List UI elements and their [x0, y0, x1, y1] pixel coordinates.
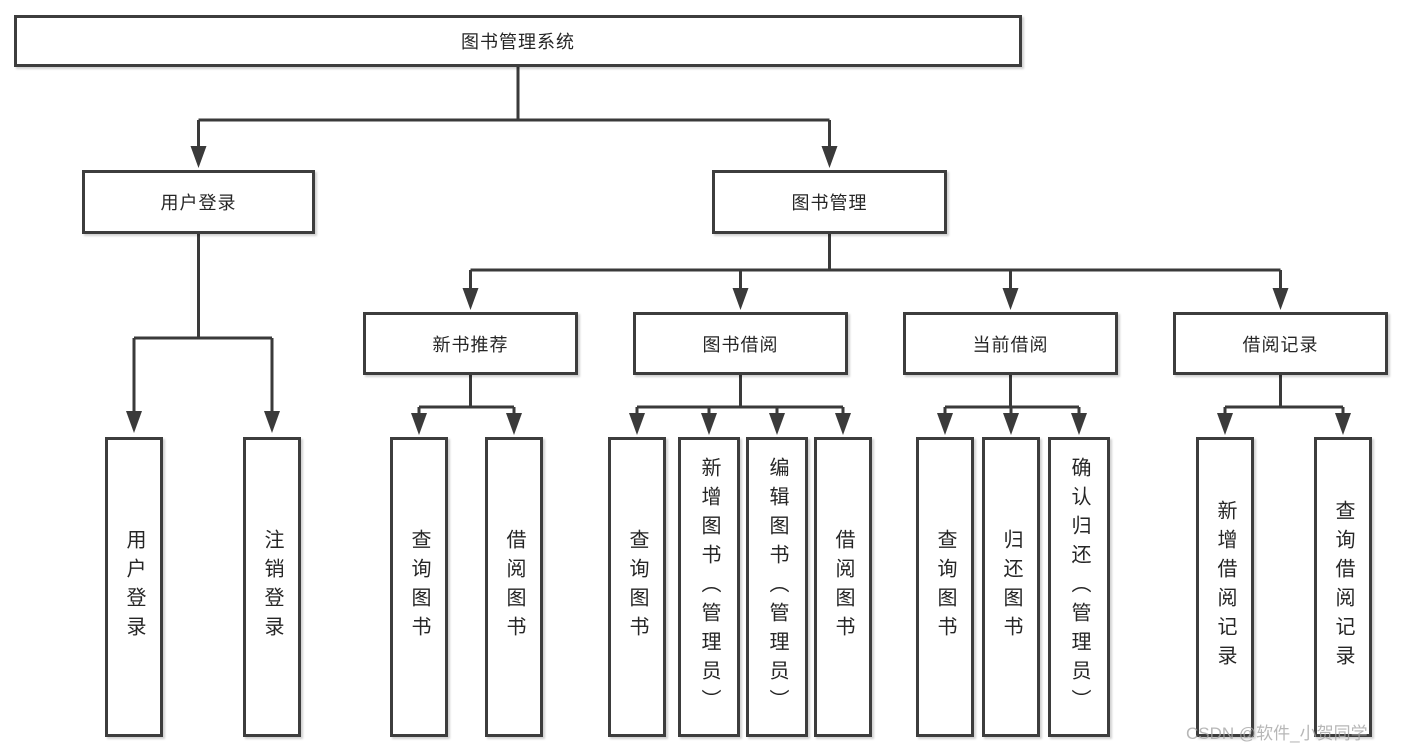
- arrow-icon: [1335, 413, 1351, 435]
- leaf-query-books-recommendation: 查询图书: [390, 437, 448, 737]
- node-book-management: 图书管理: [712, 170, 947, 234]
- node-label: 借阅图书: [832, 529, 854, 645]
- node-label: 借阅记录: [1242, 334, 1319, 355]
- connector-bookmgmt-to-level3: [469, 234, 1282, 290]
- node-book-borrowing: 图书借阅: [633, 312, 848, 375]
- node-label: 用户登录: [123, 529, 145, 645]
- arrow-icon: [190, 146, 207, 168]
- node-label: 归还图书: [1000, 529, 1022, 645]
- node-label: 查询图书: [408, 529, 430, 645]
- arrow-icon: [937, 413, 953, 435]
- node-borrowing-records: 借阅记录: [1173, 312, 1388, 375]
- arrow-icon: [411, 413, 427, 435]
- leaf-add-book-admin: 新增图书（管理员）: [678, 437, 740, 737]
- arrow-icon: [126, 411, 142, 433]
- leaf-user-login: 用户登录: [105, 437, 163, 737]
- arrow-icon: [1002, 288, 1019, 310]
- node-label: 新增图书（管理员）: [698, 456, 720, 718]
- arrow-icon: [1003, 413, 1019, 435]
- node-label: 图书管理系统: [461, 32, 575, 52]
- connector-currentborrow-to-leaves: [943, 375, 1081, 417]
- arrow-icon: [629, 413, 645, 435]
- arrow-icon: [821, 146, 838, 168]
- node-current-borrowing: 当前借阅: [903, 312, 1118, 375]
- connector-userlogin-to-leaves: [132, 234, 274, 413]
- leaf-return-books: 归还图书: [982, 437, 1040, 737]
- arrow-icon: [769, 413, 785, 435]
- arrow-icon: [1071, 413, 1087, 435]
- leaf-edit-book-admin: 编辑图书（管理员）: [746, 437, 808, 737]
- node-label: 查询借阅记录: [1332, 500, 1354, 674]
- arrowheads: [126, 146, 1351, 435]
- arrow-icon: [835, 413, 851, 435]
- node-label: 查询图书: [934, 529, 956, 645]
- leaf-borrow-books-recommendation: 借阅图书: [485, 437, 543, 737]
- leaf-query-books-current: 查询图书: [916, 437, 974, 737]
- node-library-management-system: 图书管理系统: [14, 15, 1022, 67]
- leaf-query-books-borrowing: 查询图书: [608, 437, 666, 737]
- node-label: 编辑图书（管理员）: [766, 456, 788, 718]
- node-label: 用户登录: [160, 193, 237, 213]
- leaf-add-borrow-record: 新增借阅记录: [1196, 437, 1254, 737]
- connector-root-to-level2: [197, 67, 831, 150]
- arrow-icon: [732, 288, 749, 310]
- arrow-icon: [264, 411, 280, 433]
- node-new-book-recommendation: 新书推荐: [363, 312, 578, 375]
- arrow-icon: [506, 413, 522, 435]
- arrow-icon: [462, 288, 479, 310]
- node-label: 新增借阅记录: [1214, 500, 1236, 674]
- node-user-login: 用户登录: [82, 170, 315, 234]
- node-label: 图书借阅: [702, 334, 779, 355]
- csdn-watermark: CSDN @软件_小贺同学: [1186, 724, 1368, 743]
- node-label: 图书管理: [791, 193, 868, 213]
- leaf-query-borrow-record: 查询借阅记录: [1314, 437, 1372, 737]
- connector-bookborrow-to-leaves: [635, 375, 845, 417]
- node-label: 借阅图书: [503, 529, 525, 645]
- node-label: 当前借阅: [972, 334, 1049, 355]
- arrow-icon: [1217, 413, 1233, 435]
- leaf-borrow-books-borrowing: 借阅图书: [814, 437, 872, 737]
- node-label: 新书推荐: [432, 334, 509, 355]
- node-label: 注销登录: [261, 529, 283, 645]
- connector-newbookrec-to-leaves: [417, 375, 516, 417]
- leaf-logout: 注销登录: [243, 437, 301, 737]
- connector-borrowrecords-to-leaves: [1223, 375, 1345, 417]
- leaf-confirm-return-admin: 确认归还（管理员）: [1048, 437, 1110, 737]
- arrow-icon: [1272, 288, 1289, 310]
- arrow-icon: [701, 413, 717, 435]
- node-label: 确认归还（管理员）: [1068, 456, 1090, 718]
- node-label: 查询图书: [626, 529, 648, 645]
